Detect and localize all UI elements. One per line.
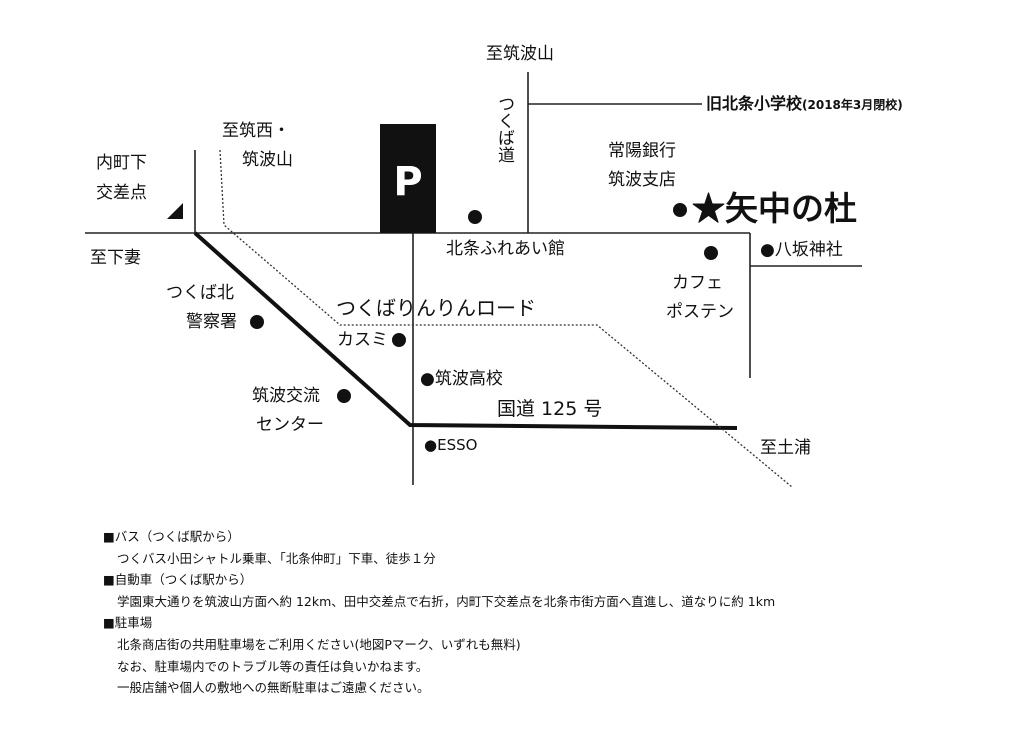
- label-tsuchiura: 至土浦: [760, 438, 811, 458]
- police-dot: [250, 315, 264, 329]
- intersection-marker-icon: [167, 203, 183, 219]
- old-school-note: (2018年3月閉校): [802, 98, 903, 112]
- route-125: [193, 231, 738, 430]
- parking-text-2: なお、駐車場内でのトラブル等の責任は負いかねます。: [117, 658, 429, 674]
- parking-area: [380, 124, 436, 233]
- label-rinrin-road: つくばりんりんロード: [336, 296, 536, 320]
- label-shimotsuma: 至下妻: [90, 248, 141, 268]
- label-center-1: 筑波交流: [252, 386, 320, 406]
- label-uchimachi-2: 交差点: [96, 183, 147, 203]
- old-school-name: 旧北条小学校: [706, 94, 803, 113]
- parking-text-1: 北条商店街の共用駐車場をご利用ください(地図Pマーク、いずれも無料): [117, 636, 521, 652]
- fureai-dot: [468, 210, 482, 224]
- label-cafe-2: ポステン: [666, 302, 734, 322]
- label-joyo-1: 常陽銀行: [608, 141, 676, 161]
- destination-dot: [673, 203, 687, 217]
- label-joyo-2: 筑波支店: [608, 170, 676, 190]
- label-yasaka: ●八坂神社: [760, 240, 843, 260]
- label-kasumi: カスミ: [337, 330, 388, 350]
- parking-text-3: 一般店舗や個人の敷地への無断駐車はご遠慮ください。: [117, 680, 430, 696]
- label-high-school: ●筑波高校: [420, 369, 503, 389]
- label-cafe-1: カフェ: [672, 273, 723, 293]
- label-tsukubasan: 至筑波山: [486, 44, 554, 64]
- label-fureai: 北条ふれあい館: [446, 239, 565, 259]
- bus-title: ■バス（つくば駅から）: [103, 529, 240, 544]
- label-destination: ★矢中の杜: [692, 189, 857, 228]
- kasumi-dot: [392, 333, 406, 347]
- label-esso: ●ESSO: [424, 436, 478, 454]
- label-chikusei-2: 筑波山: [242, 150, 293, 170]
- parking-title: ■駐車場: [103, 615, 153, 631]
- label-center-2: センター: [256, 415, 324, 435]
- label-route125: 国道 125 号: [497, 398, 603, 420]
- cafe-dot: [704, 246, 718, 260]
- bus-text: つくバス小田シャトル乗車、「北条仲町」下車、徒歩１分: [117, 550, 436, 566]
- rinrin-road: [219, 149, 793, 488]
- label-tsukuba-michi: つくば道: [494, 95, 514, 163]
- label-chikusei-1: 至筑西・: [222, 121, 290, 141]
- label-uchimachi-1: 内町下: [96, 153, 147, 173]
- parking-label: P: [393, 159, 423, 205]
- label-old-school: 旧北条小学校(2018年3月閉校): [706, 93, 903, 116]
- label-police-1: つくば北: [166, 283, 234, 303]
- label-police-2: 警察署: [186, 312, 237, 332]
- access-notes: ■バス（つくば駅から） つくバス小田シャトル乗車、「北条仲町」下車、徒歩１分 ■…: [103, 526, 775, 699]
- car-title: ■自動車（つくば駅から）: [103, 572, 253, 588]
- center-dot: [337, 389, 351, 403]
- car-text: 学園東大通りを筑波山方面へ約 12km、田中交差点で右折，内町下交差点を北条市街…: [117, 593, 776, 609]
